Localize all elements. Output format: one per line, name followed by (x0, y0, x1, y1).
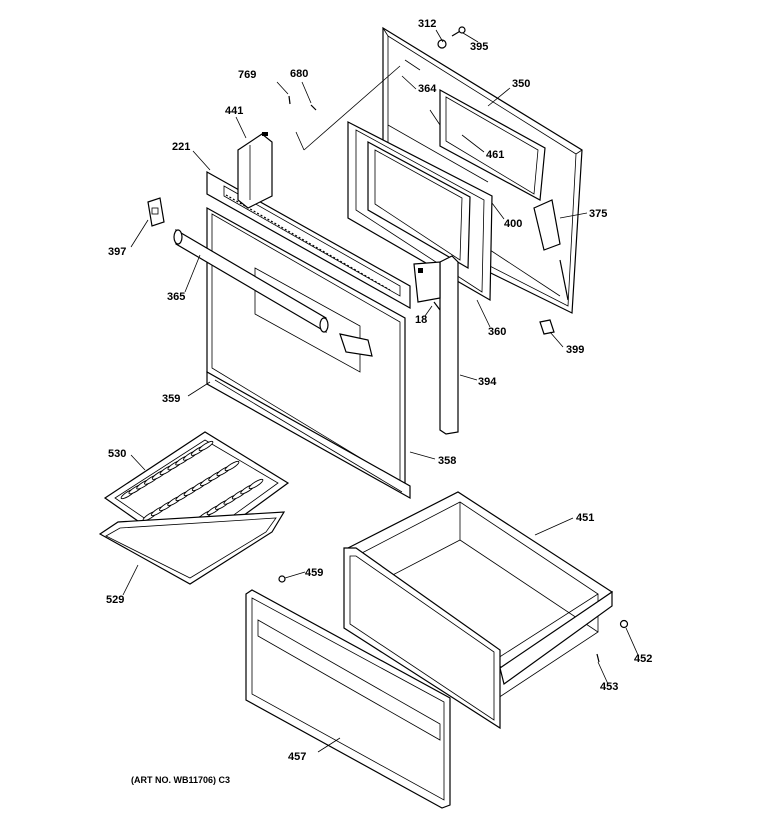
label-452: 452 (634, 653, 652, 665)
label-680: 680 (290, 68, 308, 80)
broiler-slot (248, 478, 264, 490)
label-360: 360 (488, 326, 506, 338)
broiler-pan (98, 511, 286, 585)
label-451: 451 (576, 512, 594, 524)
broiler-slot (224, 460, 240, 472)
small-parts (147, 26, 629, 663)
label-375: 375 (589, 208, 607, 220)
label-394: 394 (478, 376, 497, 388)
hinge-arm-right (413, 255, 459, 435)
label-395: 395 (470, 41, 488, 53)
label-769: 769 (238, 69, 256, 81)
part-number-labels: 312 395 769 680 364 350 441 221 461 375 … (106, 18, 652, 785)
label-221: 221 (172, 141, 190, 153)
drawer-front-panel (245, 589, 451, 809)
label-400: 400 (504, 218, 522, 230)
label-457: 457 (288, 751, 306, 763)
label-399: 399 (566, 344, 584, 356)
label-530: 530 (108, 448, 126, 460)
label-364: 364 (418, 83, 437, 95)
label-397: 397 (108, 246, 126, 258)
label-453: 453 (600, 681, 618, 693)
label-358: 358 (438, 455, 456, 467)
label-529: 529 (106, 594, 124, 606)
label-18: 18 (415, 314, 427, 326)
door-handle (173, 228, 329, 334)
label-461: 461 (486, 149, 504, 161)
broiler-slot (198, 440, 214, 452)
storage-drawer-body (343, 491, 614, 730)
leader-lines (122, 29, 639, 753)
label-365: 365 (167, 291, 185, 303)
label-459: 459 (305, 567, 323, 579)
label-441: 441 (225, 105, 243, 117)
door-top-trim (206, 170, 411, 310)
art-number-caption: (ART NO. WB11706) C3 (131, 775, 230, 785)
hinge-bracket-left (237, 132, 273, 209)
label-312: 312 (418, 18, 436, 30)
label-350: 350 (512, 78, 530, 90)
inner-glass-frame (347, 109, 493, 302)
label-359: 359 (162, 393, 180, 405)
door-bottom-trim (206, 370, 411, 500)
